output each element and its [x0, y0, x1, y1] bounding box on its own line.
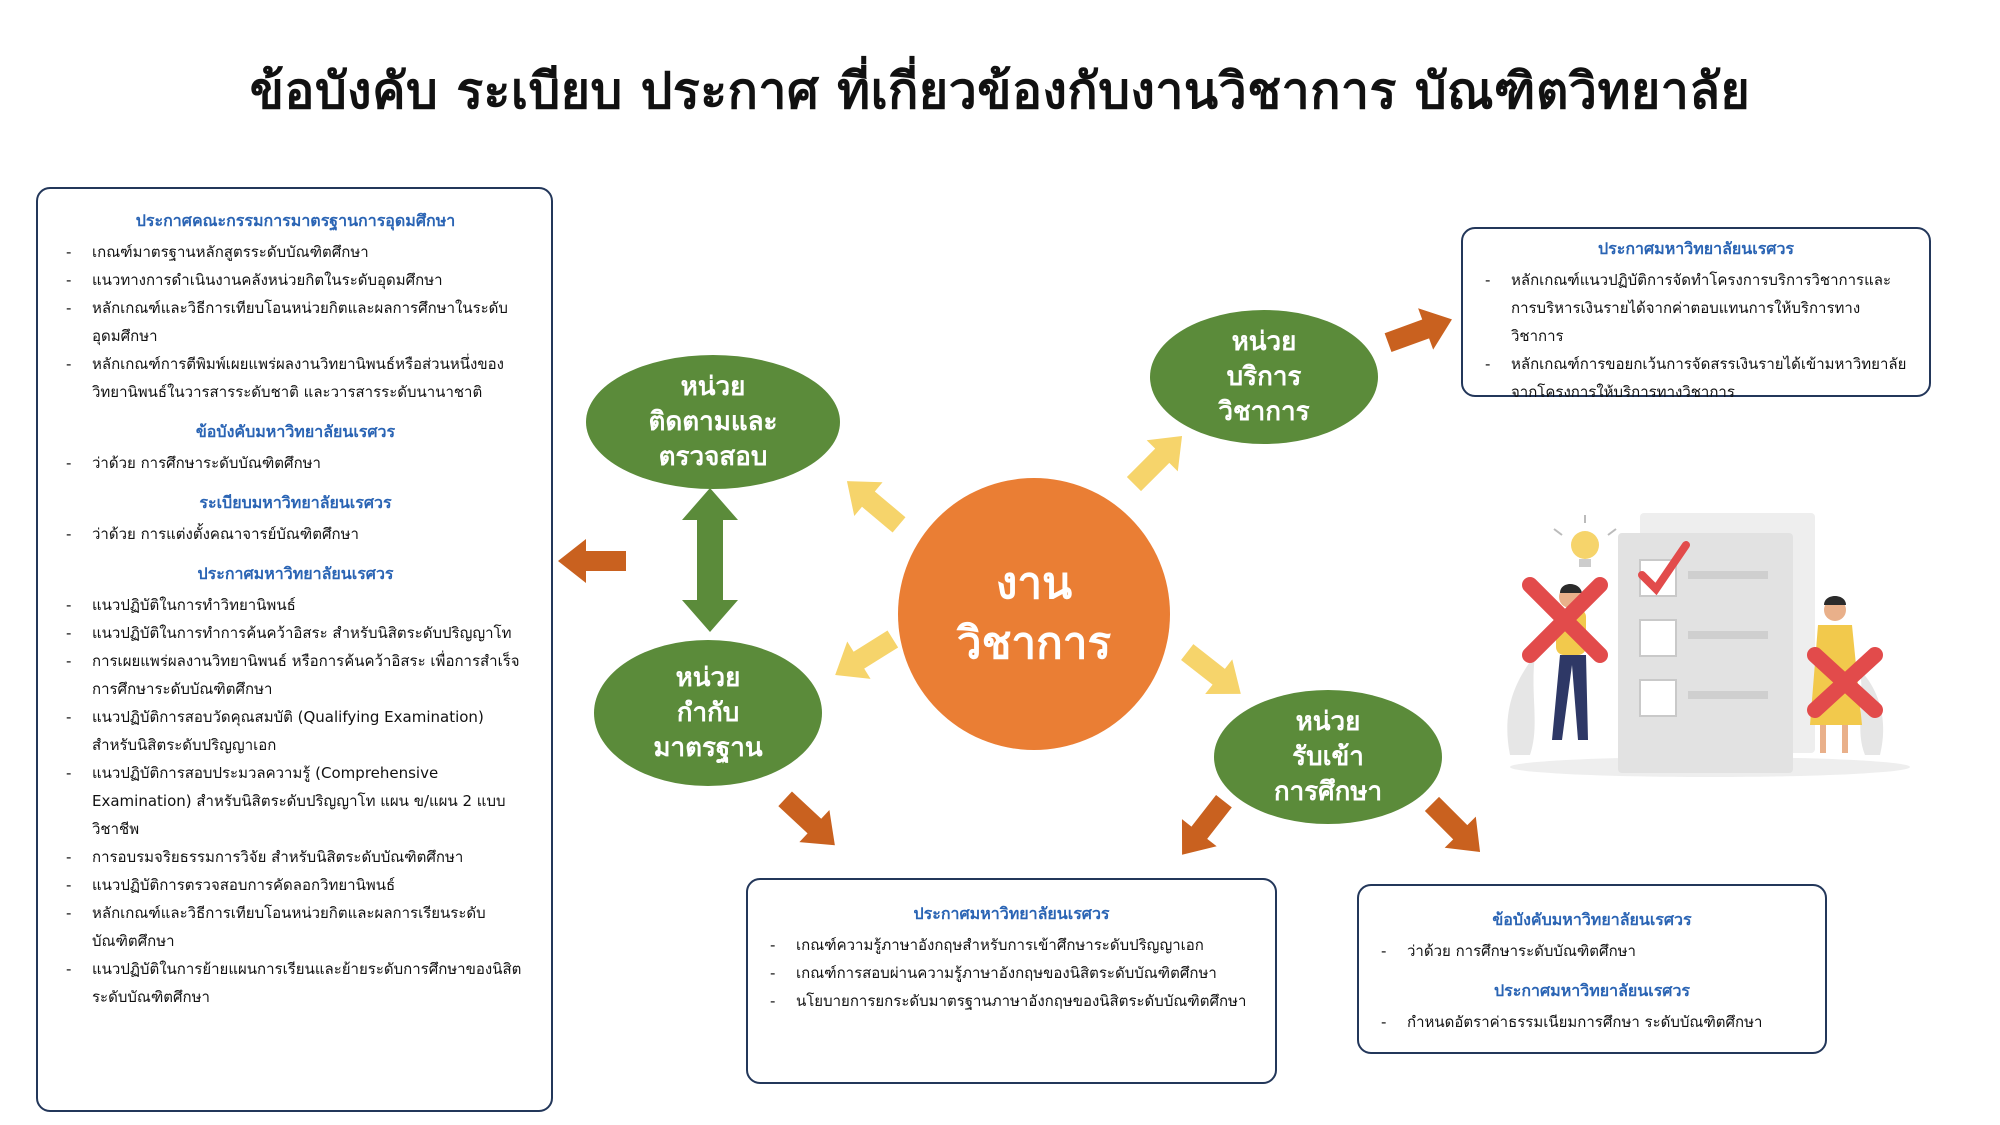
- center-node-academic: งาน วิชาการ: [898, 478, 1170, 750]
- regulation-item: หลักเกณฑ์และวิธีการเทียบโอนหน่วยกิตและผล…: [62, 294, 529, 350]
- regulation-item: แนวทางการดำเนินงานคลังหน่วยกิตในระดับอุด…: [62, 266, 529, 294]
- regulation-item: แนวปฏิบัติในการย้ายแผนการเรียนและย้ายระด…: [62, 955, 529, 1011]
- regulation-item: เกณฑ์ความรู้ภาษาอังกฤษสำหรับการเข้าศึกษา…: [766, 931, 1257, 959]
- section-heading: ประกาศมหาวิทยาลัยนเรศวร: [913, 904, 1110, 923]
- arrow-admission-to-mid-box: [1164, 787, 1242, 869]
- arrow-to-left-box: [558, 539, 626, 583]
- admission-regulations-box: ข้อบังคับมหาวิทยาลัยนเรศวรว่าด้วย การศึก…: [1357, 884, 1827, 1054]
- regulation-item: แนวปฏิบัติการสอบวัดคุณสมบัติ (Qualifying…: [62, 703, 529, 759]
- node-service-line-1: หน่วย: [1231, 326, 1297, 357]
- left-regulations-box: ประกาศคณะกรรมการมาตรฐานการอุดมศึกษาเกณฑ์…: [36, 187, 553, 1112]
- double-arrow-monitor-standards: [682, 488, 738, 632]
- section-heading: ระเบียบมหาวิทยาลัยนเรศวร: [199, 493, 392, 512]
- page-title: ข้อบังคับ ระเบียบ ประกาศ ที่เกี่ยวข้องกั…: [249, 62, 1751, 120]
- node-admission-line-3: การศึกษา: [1273, 776, 1383, 807]
- center-line-2: วิชาการ: [956, 618, 1112, 669]
- node-standards-unit: หน่วย กำกับ มาตรฐาน: [594, 640, 822, 786]
- regulation-item: ว่าด้วย การศึกษาระดับบัณฑิตศึกษา: [1377, 937, 1807, 965]
- node-standards-line-1: หน่วย: [675, 662, 741, 693]
- service-regulations-box: ประกาศมหาวิทยาลัยนเรศวรหลักเกณฑ์แนวปฏิบั…: [1461, 227, 1931, 401]
- center-line-1: งาน: [995, 558, 1073, 609]
- section-heading: ประกาศมหาวิทยาลัยนเรศวร: [1597, 239, 1795, 258]
- node-service-line-2: บริการ: [1226, 361, 1302, 392]
- node-monitor-line-3: ตรวจสอบ: [658, 441, 768, 472]
- node-standards-line-3: มาตรฐาน: [653, 732, 763, 763]
- regulation-item: หลักเกณฑ์การขอยกเว้นการจัดสรรเงินรายได้เ…: [1481, 350, 1911, 406]
- regulation-section: ระเบียบมหาวิทยาลัยนเรศวรว่าด้วย การแต่งต…: [62, 491, 529, 548]
- node-service-line-3: วิชาการ: [1218, 396, 1310, 427]
- regulation-item: แนวปฏิบัติการตรวจสอบการคัดลอกวิทยานิพนธ์: [62, 871, 529, 899]
- regulation-list: กำหนดอัตราค่าธรรมเนียมการศึกษา ระดับบัณฑ…: [1377, 1008, 1807, 1036]
- regulation-item: กำหนดอัตราค่าธรรมเนียมการศึกษา ระดับบัณฑ…: [1377, 1008, 1807, 1036]
- regulation-item: ว่าด้วย การศึกษาระดับบัณฑิตศึกษา: [62, 449, 529, 477]
- node-service-unit: หน่วย บริการ วิชาการ: [1150, 310, 1378, 444]
- node-standards-line-2: กำกับ: [676, 697, 740, 728]
- node-monitoring-unit: หน่วย ติดตามและ ตรวจสอบ: [586, 355, 840, 489]
- regulation-list: ว่าด้วย การแต่งตั้งคณาจารย์บัณฑิตศึกษา: [62, 520, 529, 548]
- regulation-section: ข้อบังคับมหาวิทยาลัยนเรศวรว่าด้วย การศึก…: [62, 420, 529, 477]
- arrow-center-to-standards: [823, 620, 905, 694]
- node-admission-unit: หน่วย รับเข้า การศึกษา: [1214, 690, 1442, 824]
- regulation-list: เกณฑ์ความรู้ภาษาอังกฤษสำหรับการเข้าศึกษา…: [766, 931, 1257, 1015]
- arrow-admission-to-right-box: [1416, 788, 1496, 868]
- regulation-item: หลักเกณฑ์การตีพิมพ์เผยแพร่ผลงานวิทยานิพน…: [62, 350, 529, 406]
- regulation-item: ว่าด้วย การแต่งตั้งคณาจารย์บัณฑิตศึกษา: [62, 520, 529, 548]
- regulation-section: ประกาศมหาวิทยาลัยนเรศวรกำหนดอัตราค่าธรรม…: [1377, 979, 1807, 1036]
- node-monitor-line-2: ติดตามและ: [648, 406, 778, 437]
- regulation-item: เกณฑ์การสอบผ่านความรู้ภาษาอังกฤษของนิสิต…: [766, 959, 1257, 987]
- section-heading: ประกาศมหาวิทยาลัยนเรศวร: [197, 564, 394, 583]
- arrow-center-to-monitor: [832, 464, 914, 542]
- regulation-item: การเผยแพร่ผลงานวิทยานิพนธ์ หรือการค้นคว้…: [62, 647, 529, 703]
- regulation-list: หลักเกณฑ์แนวปฏิบัติการจัดทำโครงการบริการ…: [1481, 266, 1911, 406]
- regulation-list: ว่าด้วย การศึกษาระดับบัณฑิตศึกษา: [1377, 937, 1807, 965]
- regulation-section: ประกาศมหาวิทยาลัยนเรศวรแนวปฏิบัติในการทำ…: [62, 562, 529, 1011]
- regulation-item: แนวปฏิบัติการสอบประมวลความรู้ (Comprehen…: [62, 759, 529, 843]
- arrow-center-to-admission: [1173, 634, 1255, 712]
- regulation-item: แนวปฏิบัติในการทำการค้นคว้าอิสระ สำหรับน…: [62, 619, 529, 647]
- section-heading: ข้อบังคับมหาวิทยาลัยนเรศวร: [1492, 910, 1692, 929]
- section-heading: ประกาศมหาวิทยาลัยนเรศวร: [1493, 981, 1691, 1000]
- arrow-center-to-service: [1118, 420, 1198, 500]
- checklist-people-illustration: [1507, 513, 1910, 777]
- regulation-list: เกณฑ์มาตรฐานหลักสูตรระดับบัณฑิตศึกษาแนวท…: [62, 238, 529, 406]
- regulation-section: ข้อบังคับมหาวิทยาลัยนเรศวรว่าด้วย การศึก…: [1377, 908, 1807, 965]
- regulation-item: หลักเกณฑ์แนวปฏิบัติการจัดทำโครงการบริการ…: [1481, 266, 1911, 350]
- regulation-item: หลักเกณฑ์และวิธีการเทียบโอนหน่วยกิตและผล…: [62, 899, 529, 955]
- standards-regulations-box: ประกาศมหาวิทยาลัยนเรศวรเกณฑ์ความรู้ภาษาอ…: [746, 878, 1277, 1084]
- regulation-section: ประกาศมหาวิทยาลัยนเรศวรเกณฑ์ความรู้ภาษาอ…: [766, 902, 1257, 1015]
- regulation-item: การอบรมจริยธรรมการวิจัย สำหรับนิสิตระดับ…: [62, 843, 529, 871]
- regulation-section: ประกาศมหาวิทยาลัยนเรศวรหลักเกณฑ์แนวปฏิบั…: [1481, 237, 1911, 406]
- section-heading: ข้อบังคับมหาวิทยาลัยนเรศวร: [195, 422, 396, 441]
- node-admission-line-2: รับเข้า: [1292, 741, 1364, 772]
- regulation-item: นโยบายการยกระดับมาตรฐานภาษาอังกฤษของนิสิ…: [766, 987, 1257, 1015]
- arrow-to-service-box: [1380, 298, 1460, 364]
- regulation-item: แนวปฏิบัติในการทำวิทยานิพนธ์: [62, 591, 529, 619]
- section-heading: ประกาศคณะกรรมการมาตรฐานการอุดมศึกษา: [135, 211, 456, 230]
- node-monitor-line-1: หน่วย: [680, 371, 746, 402]
- regulation-item: เกณฑ์มาตรฐานหลักสูตรระดับบัณฑิตศึกษา: [62, 238, 529, 266]
- arrow-to-standards-box: [770, 782, 850, 862]
- regulation-section: ประกาศคณะกรรมการมาตรฐานการอุดมศึกษาเกณฑ์…: [62, 209, 529, 406]
- regulation-list: ว่าด้วย การศึกษาระดับบัณฑิตศึกษา: [62, 449, 529, 477]
- regulation-list: แนวปฏิบัติในการทำวิทยานิพนธ์แนวปฏิบัติใน…: [62, 591, 529, 1011]
- node-admission-line-1: หน่วย: [1295, 706, 1361, 737]
